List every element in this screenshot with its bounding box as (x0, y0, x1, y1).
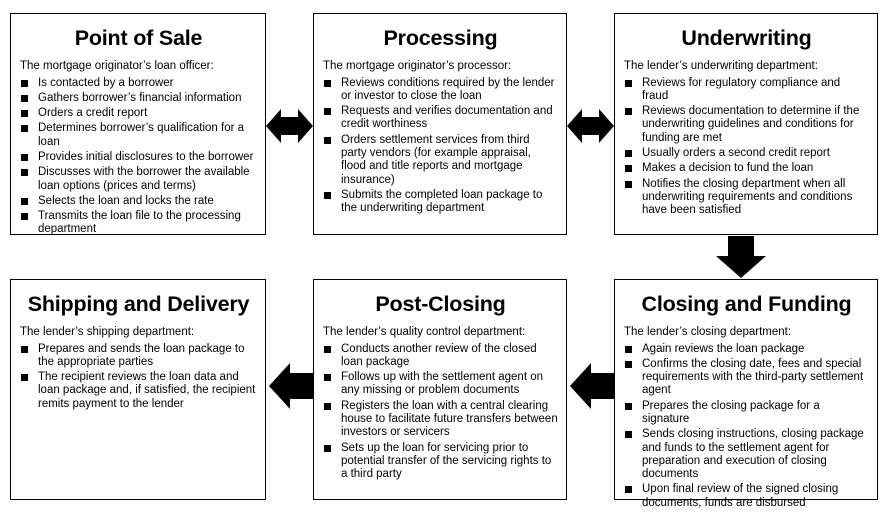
list-item: Prepares the closing package for a signa… (624, 400, 869, 427)
list-item: Upon final review of the signed closing … (624, 483, 869, 510)
double-arrow-icon-sale-processing (266, 109, 313, 143)
left-arrow-icon-postclosing-shipping (269, 363, 313, 409)
processing-intro: The mortgage originator’s processor: (323, 60, 512, 72)
underwriting-title: Underwriting (681, 26, 812, 50)
list-item: Usually orders a second credit report (624, 147, 869, 160)
closing-funding-box: Closing and Funding The lender’s closing… (614, 279, 878, 509)
post-closing-list: Conducts another review of the closed lo… (323, 343, 558, 482)
list-item: Discusses with the borrower the availabl… (20, 166, 257, 193)
list-item: Prepares and sends the loan package to t… (20, 343, 257, 370)
list-item: Reviews documentation to determine if th… (624, 105, 869, 145)
list-item: Notifies the closing department when all… (624, 178, 869, 218)
list-item: Submits the completed loan package to th… (323, 189, 558, 216)
list-item: Orders a credit report (20, 107, 257, 120)
list-item: Orders settlement services from third pa… (323, 134, 558, 187)
list-item: Transmits the loan file to the processin… (20, 210, 257, 237)
list-item: Follows up with the settlement agent on … (323, 371, 558, 398)
list-item: Sets up the loan for servicing prior to … (323, 442, 558, 482)
left-arrow-icon-closing-postclosing (570, 363, 614, 409)
closing-funding-intro: The lender’s closing department: (624, 326, 792, 338)
shipping-delivery-box: Shipping and Delivery The lender’s shipp… (10, 279, 266, 500)
list-item: Is contacted by a borrower (20, 77, 257, 90)
list-item: The recipient reviews the loan data and … (20, 371, 257, 411)
list-item: Makes a decision to fund the loan (624, 162, 869, 175)
list-item: Reviews conditions required by the lende… (323, 77, 558, 104)
underwriting-intro: The lender’s underwriting department: (624, 60, 818, 72)
post-closing-title: Post-Closing (375, 292, 506, 316)
list-item: Sends closing instructions, closing pack… (624, 428, 869, 481)
shipping-delivery-intro: The lender’s shipping department: (20, 326, 195, 338)
list-item: Requests and verifies documentation and … (323, 105, 558, 132)
processing-box: Processing The mortgage originator’s pro… (313, 13, 567, 235)
list-item: Selects the loan and locks the rate (20, 195, 257, 208)
point-of-sale-title: Point of Sale (74, 26, 203, 50)
down-arrow-icon-underwriting-closing (716, 236, 766, 278)
shipping-delivery-title: Shipping and Delivery (27, 292, 250, 316)
post-closing-box: Post-Closing The lender’s quality contro… (313, 279, 567, 500)
processing-list: Reviews conditions required by the lende… (323, 77, 558, 216)
list-item: Gathers borrower’s financial information (20, 92, 257, 105)
list-item: Again reviews the loan package (624, 343, 869, 356)
point-of-sale-intro: The mortgage originator’s loan officer: (20, 60, 214, 72)
list-item: Determines borrower’s qualification for … (20, 122, 257, 149)
list-item: Confirms the closing date, fees and spec… (624, 358, 869, 398)
list-item: Reviews for regulatory compliance and fr… (624, 77, 869, 104)
shipping-delivery-list: Prepares and sends the loan package to t… (20, 343, 257, 411)
list-item: Registers the loan with a central cleari… (323, 400, 558, 440)
point-of-sale-box: Point of Sale The mortgage originator’s … (10, 13, 266, 235)
double-arrow-icon-processing-underwriting (567, 109, 614, 143)
closing-funding-title: Closing and Funding (641, 292, 852, 316)
list-item: Provides initial disclosures to the borr… (20, 151, 257, 164)
list-item: Conducts another review of the closed lo… (323, 343, 558, 370)
post-closing-intro: The lender’s quality control department: (323, 326, 526, 338)
underwriting-list: Reviews for regulatory compliance and fr… (624, 77, 869, 218)
processing-title: Processing (383, 26, 498, 50)
underwriting-box: Underwriting The lender’s underwriting d… (614, 13, 878, 235)
